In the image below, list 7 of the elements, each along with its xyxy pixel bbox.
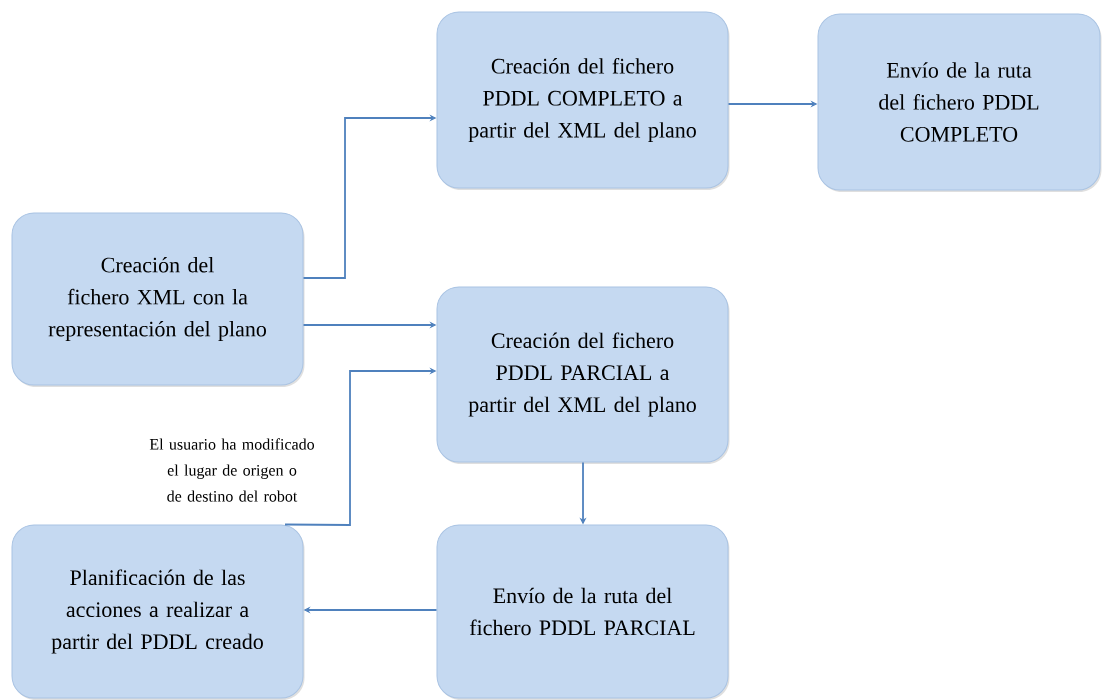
process-box: Creación del fichero PDDL PARCIAL a partir del XML del plano [436,286,730,464]
process-box: Envío de la ruta del fichero PDDL PARCIAL [436,524,730,700]
process-box: Creación del fichero XML con la representación del plano [11,212,305,387]
process-box: Creación del fichero PDDL COMPLETO a partir del XML del plano [436,11,730,190]
process-box: Planificación de las acciones a realizar a partir del PDDL creado [11,524,305,700]
process-box: Envío de la ruta del fichero PDDL COMPLETO [817,13,1102,192]
edge-label: El usuario ha modificado el lugar de origen o de destino del robot [149,438,315,502]
